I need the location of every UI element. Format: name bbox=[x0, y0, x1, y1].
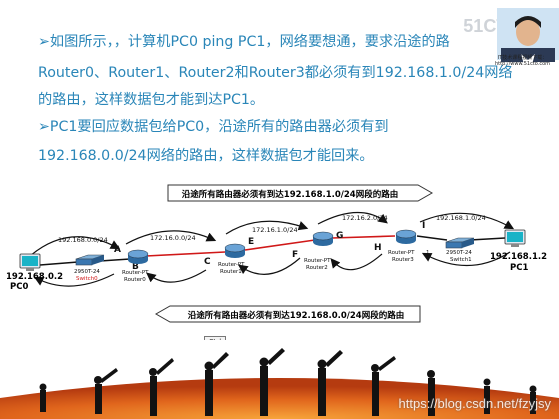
planet-horizon bbox=[0, 378, 559, 419]
router1-model: Router-PT bbox=[218, 262, 245, 268]
point-letter: C bbox=[204, 257, 211, 267]
point-letter: E bbox=[248, 237, 254, 247]
link-router2-router3 bbox=[331, 235, 396, 239]
router3-icon bbox=[395, 229, 417, 244]
point-letter: F bbox=[292, 250, 298, 260]
pc0-name: PC0 bbox=[10, 282, 28, 292]
router0-icon bbox=[127, 249, 149, 264]
router3-model: Router-PT bbox=[388, 250, 415, 256]
return-path-arrows bbox=[33, 251, 511, 287]
pc0-computer-icon bbox=[19, 253, 41, 271]
link-label-5: 192.168.1.0/24 bbox=[436, 214, 486, 222]
router0-model: Router-PT bbox=[122, 270, 149, 276]
switch0-icon bbox=[75, 254, 105, 266]
link-switch1-pc1 bbox=[469, 237, 506, 241]
link-pc0-switch0 bbox=[39, 261, 79, 266]
router1-name: Router1 bbox=[220, 269, 242, 275]
network-links bbox=[39, 235, 506, 266]
link-label-1: 192.168.0.0/24 bbox=[58, 236, 108, 244]
network-topology-diagram: 沿途所有路由器必须有到达192.168.1.0/24网段的路由 沿途所有路由器必… bbox=[6, 184, 547, 323]
router2-model: Router-PT bbox=[304, 258, 331, 264]
pc1-computer-icon bbox=[504, 229, 526, 247]
paragraph-2-line-2: 192.168.0.0/24网络的路由，这样数据包才能回来。 bbox=[38, 148, 374, 164]
link-router0-router1 bbox=[145, 251, 226, 257]
router1-icon bbox=[224, 243, 246, 258]
router0-name: Router0 bbox=[124, 277, 146, 283]
paragraph-1-text: 如图所示，，计算机PC0 ping PC1，网络要想通，要求沿途的路 bbox=[49, 34, 450, 50]
footer-illustration bbox=[0, 340, 559, 419]
point-letters: A B C E F G H I bbox=[114, 221, 425, 272]
router3-extra: 1 bbox=[426, 250, 430, 256]
router3-name: Router3 bbox=[392, 257, 414, 263]
switch1-icon bbox=[445, 237, 475, 249]
top-banner-text: 沿途所有路由器必须有到达192.168.1.0/24网段的路由 bbox=[181, 189, 398, 200]
instructor-portrait bbox=[497, 8, 559, 68]
pc1-name: PC1 bbox=[510, 263, 528, 273]
link-labels: 192.168.0.0/24 172.16.0.0/24 172.16.1.0/… bbox=[58, 214, 486, 244]
bullet-arrow-icon: ➢ bbox=[38, 34, 50, 50]
link-label-2: 172.16.0.0/24 bbox=[150, 234, 196, 242]
bottom-banner-text: 沿途所有路由器必须有到达192.168.0.0/24网段的路由 bbox=[187, 310, 404, 321]
top-banner-arrow: 沿途所有路由器必须有到达192.168.1.0/24网段的路由 bbox=[167, 184, 434, 202]
pc0-ip: 192.168.0.2 bbox=[6, 272, 63, 282]
pc1-ip: 192.168.1.2 bbox=[490, 252, 547, 262]
router2-icon bbox=[312, 231, 334, 246]
link-router3-switch1 bbox=[416, 235, 448, 241]
paragraph-2-text: PC1要回应数据包给PC0，沿途所有的路由器必须有到 bbox=[49, 119, 389, 135]
credit-url: https://blog.csdn.net/fzyjsy bbox=[398, 396, 551, 411]
link-label-3: 172.16.1.0/24 bbox=[252, 226, 298, 234]
portrait-caption: IT技术课程视频下载： http://www.51cto.com bbox=[494, 55, 551, 67]
switch1-model: 2950T-24 bbox=[446, 250, 472, 256]
paragraph-1-line-2: Router0、Router1、Router2和Router3都必须有到192.… bbox=[38, 65, 513, 81]
bullet-arrow-icon: ➢ bbox=[38, 119, 50, 135]
switch1-name: Switch1 bbox=[450, 257, 472, 263]
point-letter: H bbox=[374, 243, 382, 253]
paragraph-1-line-1: ➢如图所示，，计算机PC0 ping PC1，网络要想通，要求沿途的路 bbox=[38, 30, 450, 54]
people-silhouettes bbox=[39, 348, 537, 416]
switch0-model: 2950T-24 bbox=[74, 269, 100, 275]
link-router1-router2 bbox=[244, 239, 316, 251]
forward-path-arrows bbox=[29, 211, 515, 257]
link-switch0-router0 bbox=[99, 258, 131, 262]
point-letter: G bbox=[336, 231, 343, 241]
switch0-name: Switch0 bbox=[76, 276, 98, 282]
point-letter: A bbox=[114, 245, 121, 255]
point-letter: B bbox=[132, 262, 139, 272]
link-label-4: 172.16.2.0/24 bbox=[342, 214, 388, 222]
bottom-banner-arrow: 沿途所有路由器必须有到达192.168.0.0/24网段的路由 bbox=[154, 305, 421, 323]
paragraph-2-line-1: ➢PC1要回应数据包给PC0，沿途所有的路由器必须有到 bbox=[38, 115, 389, 139]
router2-name: Router2 bbox=[306, 265, 328, 271]
point-letter: I bbox=[422, 221, 425, 231]
paragraph-1-line-3: 的路由，这样数据包才能到达PC1。 bbox=[38, 92, 265, 108]
